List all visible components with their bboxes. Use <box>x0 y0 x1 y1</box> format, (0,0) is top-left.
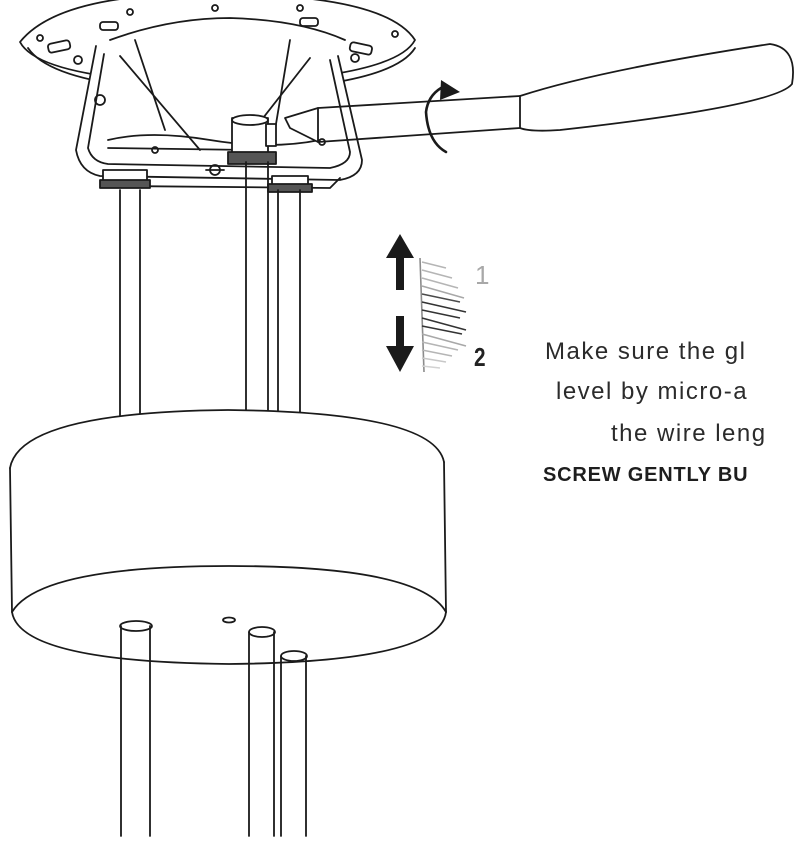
step-label-1: 1 <box>475 260 490 290</box>
arrow-up-icon <box>386 234 414 290</box>
arrow-down-icon <box>386 316 414 372</box>
instruction-line-2: level by micro-a <box>556 378 749 405</box>
cable-grip-right <box>267 175 313 193</box>
rotate-arrow-icon <box>424 80 460 154</box>
pendant-drum <box>9 409 447 665</box>
suspension-wires-upper <box>119 161 301 417</box>
canopy-bracket <box>75 39 363 189</box>
suspension-wires-lower <box>119 620 308 837</box>
scale-ticks <box>419 257 467 373</box>
instruction-line-3: the wire leng <box>611 420 767 447</box>
instruction-warning: SCREW GENTLY BU <box>543 464 749 486</box>
step-label-2: 2 <box>474 342 486 372</box>
instruction-line-1: Make sure the gl <box>545 338 747 365</box>
cable-grip-left <box>99 169 151 189</box>
height-adjust-indicator <box>386 234 467 373</box>
screwdriver <box>284 43 794 143</box>
cable-grip-center <box>227 114 277 165</box>
